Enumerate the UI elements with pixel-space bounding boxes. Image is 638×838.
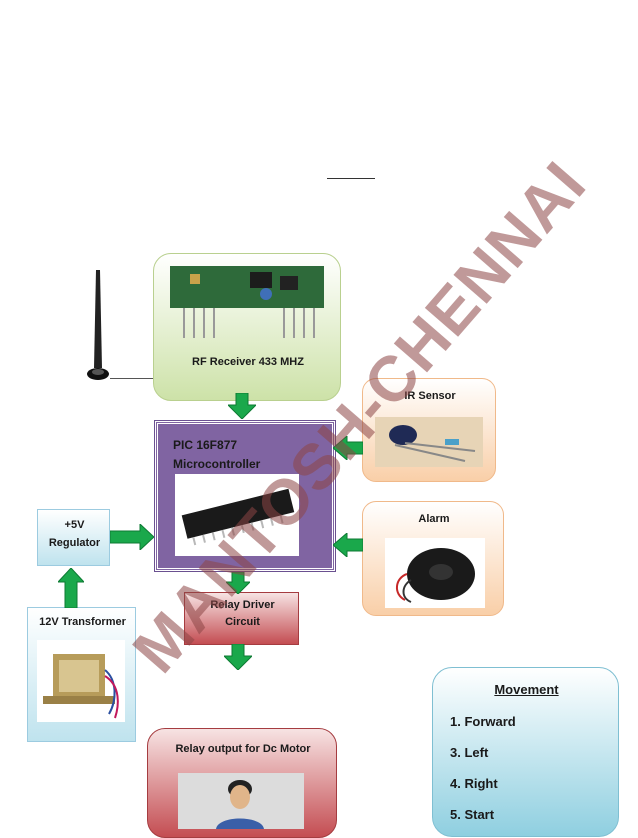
buzzer-icon	[385, 538, 485, 608]
regulator-line1: +5V	[64, 519, 85, 531]
arrow-alarm-to-mcu	[333, 533, 363, 557]
mcu-line1: PIC 16F877	[173, 438, 238, 452]
movement-panel: Movement 1. Forward 3. Left 4. Right 5. …	[432, 667, 619, 837]
antenna-cable	[110, 378, 154, 379]
relay-driver-line1: Relay Driver	[210, 599, 275, 611]
relay-driver-block: Relay Driver Circuit	[184, 592, 299, 645]
transformer-label: 12V Transformer	[39, 616, 126, 628]
movement-title: Movement	[494, 682, 559, 697]
movement-item: 1. Forward	[450, 714, 516, 729]
movement-item: 5. Start	[450, 807, 495, 822]
transformer-block: 12V Transformer	[27, 607, 136, 742]
ir-sensor-icon	[375, 417, 483, 467]
regulator-block: +5V Regulator	[37, 509, 110, 566]
arrow-transformer-to-regulator	[58, 568, 84, 608]
transformer-icon	[37, 640, 125, 722]
ir-sensor-block: IR Sensor	[362, 378, 496, 482]
alarm-label: Alarm	[418, 513, 450, 525]
arrow-ir-to-mcu	[333, 436, 363, 460]
rf-module-icon	[170, 266, 324, 342]
arrow-relay-driver-to-output	[224, 644, 252, 670]
ir-sensor-label: IR Sensor	[404, 390, 456, 402]
arrow-regulator-to-mcu	[110, 524, 154, 550]
top-rule	[327, 178, 375, 179]
movement-item: 4. Right	[450, 776, 498, 791]
microcontroller-block: PIC 16F877 Microcontroller	[154, 420, 336, 572]
ic-chip-icon	[175, 474, 299, 556]
relay-output-label: Relay output for Dc Motor	[175, 743, 311, 755]
relay-output-block: Relay output for Dc Motor	[147, 728, 337, 838]
movement-item: 3. Left	[450, 745, 489, 760]
antenna-icon	[82, 268, 122, 388]
rf-receiver-label: RF Receiver 433 MHZ	[192, 356, 304, 368]
watermark-text: MANTOSH-CHENNAI	[118, 147, 600, 686]
person-photo-icon	[178, 773, 304, 829]
regulator-line2: Regulator	[48, 537, 101, 549]
arrow-mcu-to-relay-driver	[226, 572, 250, 594]
alarm-block: Alarm	[362, 501, 504, 616]
arrow-rf-to-mcu	[228, 393, 256, 419]
relay-driver-line2: Circuit	[225, 616, 260, 628]
rf-receiver-block: RF Receiver 433 MHZ	[153, 253, 341, 401]
mcu-line2: Microcontroller	[173, 457, 261, 471]
